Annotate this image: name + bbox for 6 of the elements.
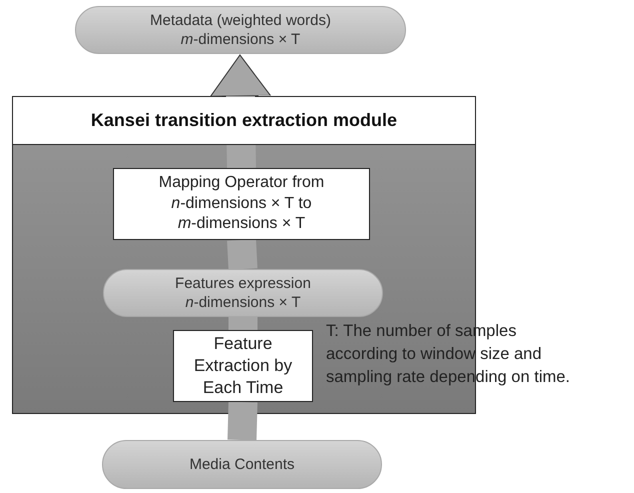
rounded-box: Features expression n-dimensions × T — [103, 269, 383, 317]
process-box: Mapping Operator from n-dimensions × T to m-dimensions × T — [113, 168, 370, 240]
process-box: Feature Extraction by Each Time — [173, 330, 313, 402]
rounded-box: Metadata (weighted words) m-dimensions × T — [75, 6, 406, 54]
module-header: Kansei transition extraction module — [13, 97, 475, 145]
rounded-box: Media Contents — [102, 440, 382, 489]
